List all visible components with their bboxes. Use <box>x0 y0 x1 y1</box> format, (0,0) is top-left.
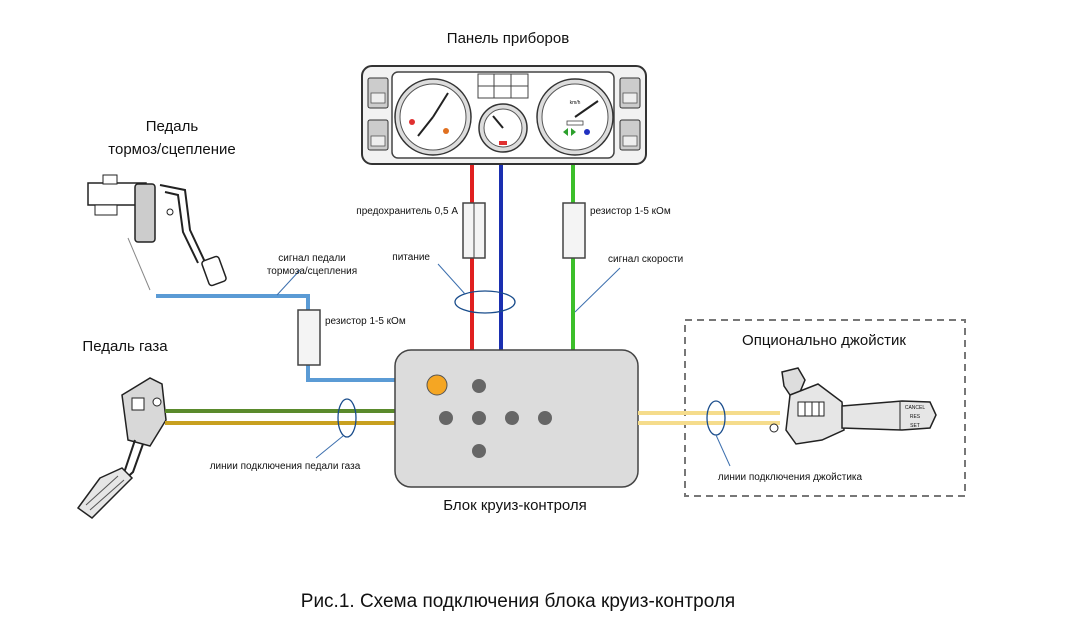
gas-lines-label: линии подключения педали газа <box>210 461 361 472</box>
brake-pedal-illustration <box>87 174 227 291</box>
gas-pedal-title: Педаль газа <box>82 338 168 355</box>
gas-bundle-ring <box>337 398 357 438</box>
brake-signal-wire <box>156 294 395 382</box>
brake-pedal-title-2: тормоз/сцепление <box>108 141 235 158</box>
joystick-res-label: RES <box>910 414 921 420</box>
gas-lines-leader <box>315 435 344 459</box>
figure-caption: Рис.1. Схема подключения блока круиз-кон… <box>301 591 735 612</box>
instrument-panel: km/h <box>361 65 647 165</box>
joystick-set-label: SET <box>910 423 920 429</box>
speed-signal-label: сигнал скорости <box>608 254 683 265</box>
control-unit-label: Блок круиз-контроля <box>443 497 587 514</box>
brake-signal-leader <box>276 269 301 296</box>
brake-resistor <box>297 309 321 366</box>
speed-resistor <box>562 202 586 259</box>
brake-signal-label-1: сигнал педали <box>278 253 346 264</box>
speed-resistor-label: резистор 1-5 кОм <box>590 206 671 217</box>
brake-resistor-label: резистор 1-5 кОм <box>325 316 406 327</box>
joystick-title: Опционально джойстик <box>742 332 906 349</box>
joystick-lines-label: линии подключения джойстика <box>718 472 863 483</box>
instrument-panel-title: Панель приборов <box>447 30 569 47</box>
speedometer-unit: km/h <box>570 100 581 106</box>
power-leader <box>437 263 466 295</box>
power-bundle-ring <box>454 290 516 314</box>
fuse-label: предохранитель 0,5 А <box>356 206 458 217</box>
joystick-illustration: CANCEL RES SET <box>769 367 937 445</box>
cruise-control-unit <box>394 349 639 488</box>
joystick-cancel-label: CANCEL <box>905 405 926 411</box>
joystick-lines-leader <box>715 434 731 467</box>
joystick-bundle-ring <box>706 400 726 436</box>
indicator-led <box>426 374 448 396</box>
power-label: питание <box>392 252 430 263</box>
brake-pedal-title-1: Педаль <box>146 118 199 135</box>
brake-signal-label-2: тормоза/сцепления <box>267 266 357 277</box>
gas-pedal-illustration <box>76 377 167 519</box>
speed-signal-leader <box>574 267 621 313</box>
